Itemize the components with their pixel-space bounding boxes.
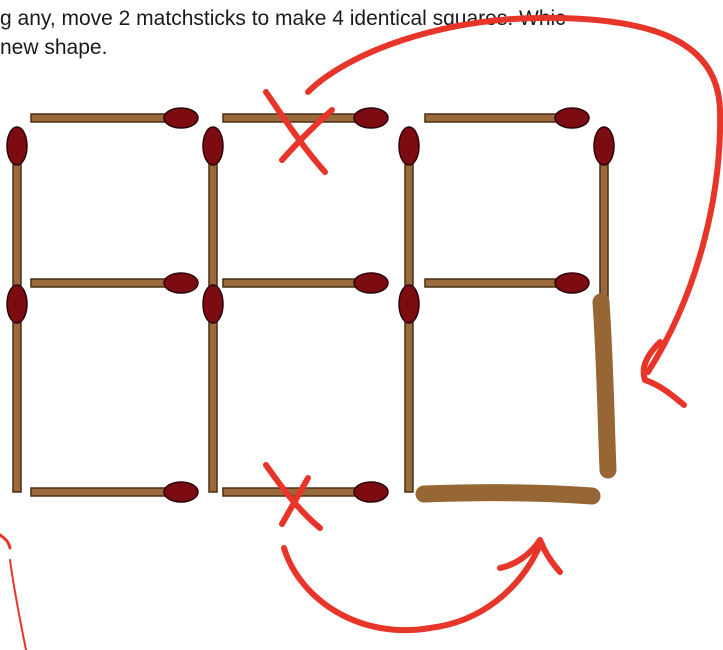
matchstick-body xyxy=(13,150,21,302)
h-stick-top-1 xyxy=(31,108,198,128)
matchstick-body xyxy=(600,150,608,302)
arrowhead-icon xyxy=(645,380,684,405)
matchstick-head xyxy=(555,273,589,293)
moved-matchsticks xyxy=(424,302,608,496)
curved-arrow-icon xyxy=(284,545,540,630)
matchstick-body xyxy=(209,150,217,302)
arrowhead-icon xyxy=(540,540,560,572)
matchstick-head xyxy=(203,127,223,165)
h-stick-mid-3 xyxy=(425,273,589,293)
matchstick-head xyxy=(354,482,388,502)
v-stick-top-4 xyxy=(594,127,614,302)
moved-horizontal-stick xyxy=(424,493,592,496)
matchstick-body xyxy=(405,150,413,302)
matchstick-head xyxy=(399,285,419,323)
matchstick-head xyxy=(555,108,589,128)
matchstick-head xyxy=(354,273,388,293)
matchstick-body xyxy=(405,308,413,492)
matchstick-body xyxy=(425,279,563,287)
matchstick-body xyxy=(209,308,217,492)
h-stick-bottom-1 xyxy=(31,482,198,502)
matchstick-head xyxy=(164,273,198,293)
matchstick-head xyxy=(594,127,614,165)
matchstick-head xyxy=(164,482,198,502)
matchstick-body xyxy=(223,279,362,287)
matchstick-head xyxy=(164,108,198,128)
matchstick-body xyxy=(31,114,172,122)
matchstick-head xyxy=(399,127,419,165)
curved-arrow-icon xyxy=(308,18,720,372)
v-stick-bottom-1 xyxy=(7,285,27,492)
partial-annotation-mark xyxy=(0,535,10,548)
matchstick-head xyxy=(354,108,388,128)
cross-mark-icon xyxy=(266,92,332,172)
matchstick-body xyxy=(31,279,172,287)
matchstick-head xyxy=(203,285,223,323)
matchstick-grid xyxy=(7,108,614,502)
v-stick-bottom-3 xyxy=(399,285,419,492)
moved-vertical-stick xyxy=(601,302,608,470)
matchstick-head xyxy=(7,285,27,323)
matchstick-body xyxy=(13,308,21,492)
h-stick-top-2 xyxy=(223,108,388,128)
v-stick-top-2 xyxy=(203,127,223,302)
v-stick-top-1 xyxy=(7,127,27,302)
matchstick-body xyxy=(31,488,172,496)
matchstick-head xyxy=(7,127,27,165)
h-stick-mid-1 xyxy=(31,273,198,293)
h-stick-top-3 xyxy=(425,108,589,128)
matchstick-body xyxy=(223,488,362,496)
matchstick-body xyxy=(223,114,362,122)
v-stick-top-3 xyxy=(399,127,419,302)
partial-annotation-line xyxy=(10,560,26,650)
v-stick-bottom-2 xyxy=(203,285,223,492)
h-stick-mid-2 xyxy=(223,273,388,293)
matchstick-body xyxy=(425,114,563,122)
